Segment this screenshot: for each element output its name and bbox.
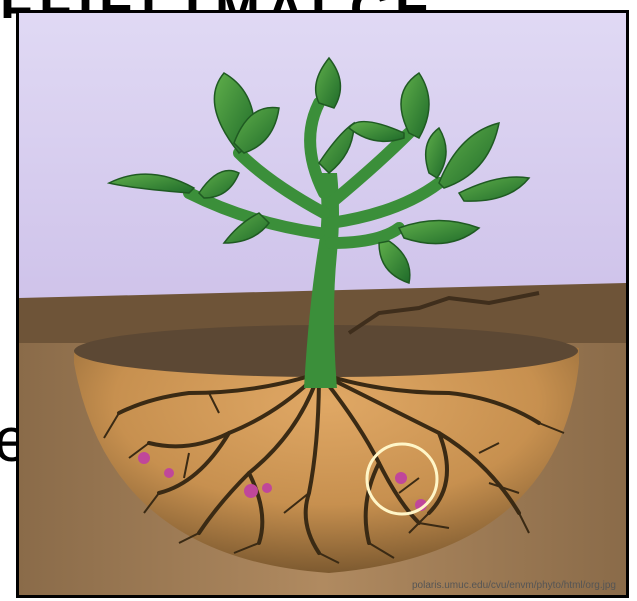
plant-root-illustration: polaris.umuc.edu/cvu/envm/phyto/html/org… xyxy=(16,10,629,598)
image-credit: polaris.umuc.edu/cvu/envm/phyto/html/org… xyxy=(412,580,616,591)
plant-root-graphic xyxy=(19,13,626,595)
